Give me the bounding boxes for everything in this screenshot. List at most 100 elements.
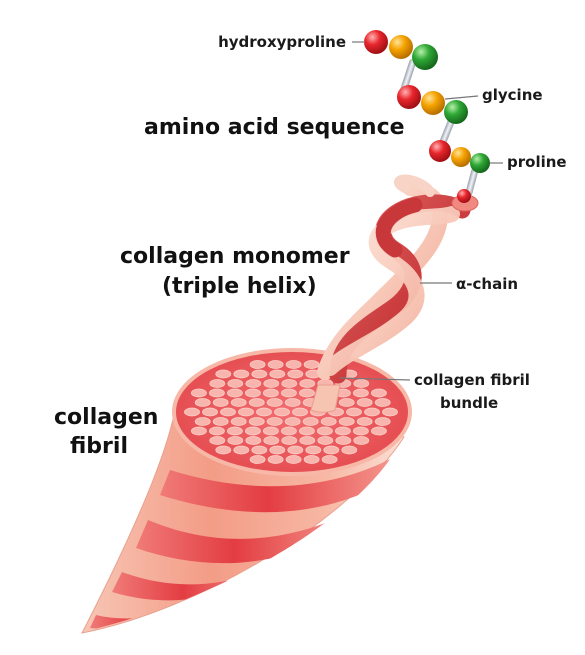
fibril-cross-section [252, 446, 267, 454]
fibril-cross-section [342, 446, 357, 454]
label-fibril-bundle-2: bundle [440, 394, 498, 412]
fibril-cross-section [270, 446, 285, 454]
fibril-cross-section [339, 399, 354, 407]
glycine-ball-1 [389, 35, 413, 59]
proline-ball-2 [444, 100, 468, 124]
fibril-cross-section [335, 427, 350, 435]
fibril-cross-section [245, 389, 260, 397]
fibril-cross-section [239, 408, 254, 416]
fibril-cross-section [281, 389, 296, 397]
fibril-cross-section [249, 418, 264, 426]
fibril-cross-section [191, 427, 206, 435]
fibril-cross-section [209, 427, 224, 435]
fibril-cross-section [303, 418, 318, 426]
fibril-cross-section [213, 399, 228, 407]
fibril-cross-section [203, 408, 218, 416]
fibril-cross-section [282, 437, 297, 445]
fibril-cross-section [270, 370, 285, 378]
label-collagen-monomer: collagen monomer [120, 244, 350, 269]
fibril-cross-section [268, 361, 283, 369]
fibril-cross-section [249, 399, 264, 407]
label-collagen-fibril-1: collagen [54, 405, 158, 430]
fibril-cross-section [268, 456, 283, 464]
fibril-cross-section [213, 418, 228, 426]
label-triple-helix: (triple helix) [162, 274, 317, 299]
fibril-cross-section [231, 418, 246, 426]
fibril-cross-section [228, 437, 243, 445]
fibril-cross-section [250, 456, 265, 464]
collagen-fibril-cone [82, 350, 410, 633]
proline-ball-3 [470, 153, 490, 173]
fibril-cross-section [353, 389, 368, 397]
fibril-cross-section [245, 427, 260, 435]
fibril-cross-section [281, 427, 296, 435]
fibril-cross-section [357, 399, 372, 407]
fibril-cross-section [286, 361, 301, 369]
fibril-cross-section [317, 427, 332, 435]
label-fibril-bundle-1: collagen fibril [414, 371, 530, 389]
fibril-cross-section [267, 418, 282, 426]
fibril-cross-section [282, 380, 297, 388]
fibril-cross-section [306, 446, 321, 454]
hydroxyproline-ball-3 [429, 140, 451, 162]
fibril-cross-section [263, 389, 278, 397]
fibril-cross-section [264, 380, 279, 388]
fibril-cross-section [347, 408, 362, 416]
fibril-cross-section [354, 380, 369, 388]
fibril-cross-section [357, 418, 372, 426]
fibril-cross-section [246, 437, 261, 445]
glycine-ball-2 [421, 91, 445, 115]
fibril-cross-section [228, 380, 243, 388]
fibril-cross-section [339, 418, 354, 426]
fibril-cross-section [375, 399, 390, 407]
fibril-cross-section [263, 427, 278, 435]
fibril-cross-section [209, 389, 224, 397]
glycine-ball-3 [451, 147, 471, 167]
fibril-cross-section [304, 456, 319, 464]
fibril-cross-section [221, 408, 236, 416]
fibril-cross-section [257, 408, 272, 416]
label-amino-acid-sequence: amino acid sequence [144, 115, 405, 140]
fibril-cross-section [267, 399, 282, 407]
fibril-cross-section [210, 380, 225, 388]
fibril-cross-section [231, 399, 246, 407]
fibril-cross-section [293, 408, 308, 416]
fibril-cross-section [354, 437, 369, 445]
fibril-cross-section [324, 446, 339, 454]
fibril-cross-section [288, 370, 303, 378]
hydroxyproline-ball-1 [364, 30, 388, 54]
fibril-cross-section [371, 389, 386, 397]
proline-ball-1 [412, 44, 438, 70]
fibril-cross-section [191, 389, 206, 397]
fibril-cross-section [275, 408, 290, 416]
fibril-cross-section [353, 427, 368, 435]
label-collagen-fibril-2: fibril [70, 434, 128, 459]
fibril-cross-section [210, 437, 225, 445]
fibril-cross-section [365, 408, 380, 416]
fibril-cross-section [286, 456, 301, 464]
label-hydroxyproline: hydroxyproline [218, 33, 346, 51]
fibril-cross-section [299, 389, 314, 397]
fibril-cross-section [371, 427, 386, 435]
hydroxyproline-ball-2 [397, 85, 421, 109]
fibril-cross-section [264, 437, 279, 445]
fibril-cross-section [252, 370, 267, 378]
label-glycine: glycine [482, 86, 543, 104]
fibril-cross-section [227, 389, 242, 397]
fibril-cross-section [234, 446, 249, 454]
fibril-cross-section [288, 446, 303, 454]
fibril-cross-section [300, 380, 315, 388]
fibril-cross-section [322, 456, 337, 464]
fibril-cross-section [285, 399, 300, 407]
fibril-cross-section [321, 418, 336, 426]
fibril-cross-section [383, 408, 398, 416]
fibril-cross-section [216, 446, 231, 454]
fibril-cross-section [318, 437, 333, 445]
fibril-cross-section [336, 437, 351, 445]
fibril-cross-section [300, 437, 315, 445]
fibril-cross-section [375, 418, 390, 426]
fibril-cross-section [250, 361, 265, 369]
label-alpha-chain: α-chain [456, 275, 518, 293]
fibril-cross-section [304, 361, 319, 369]
